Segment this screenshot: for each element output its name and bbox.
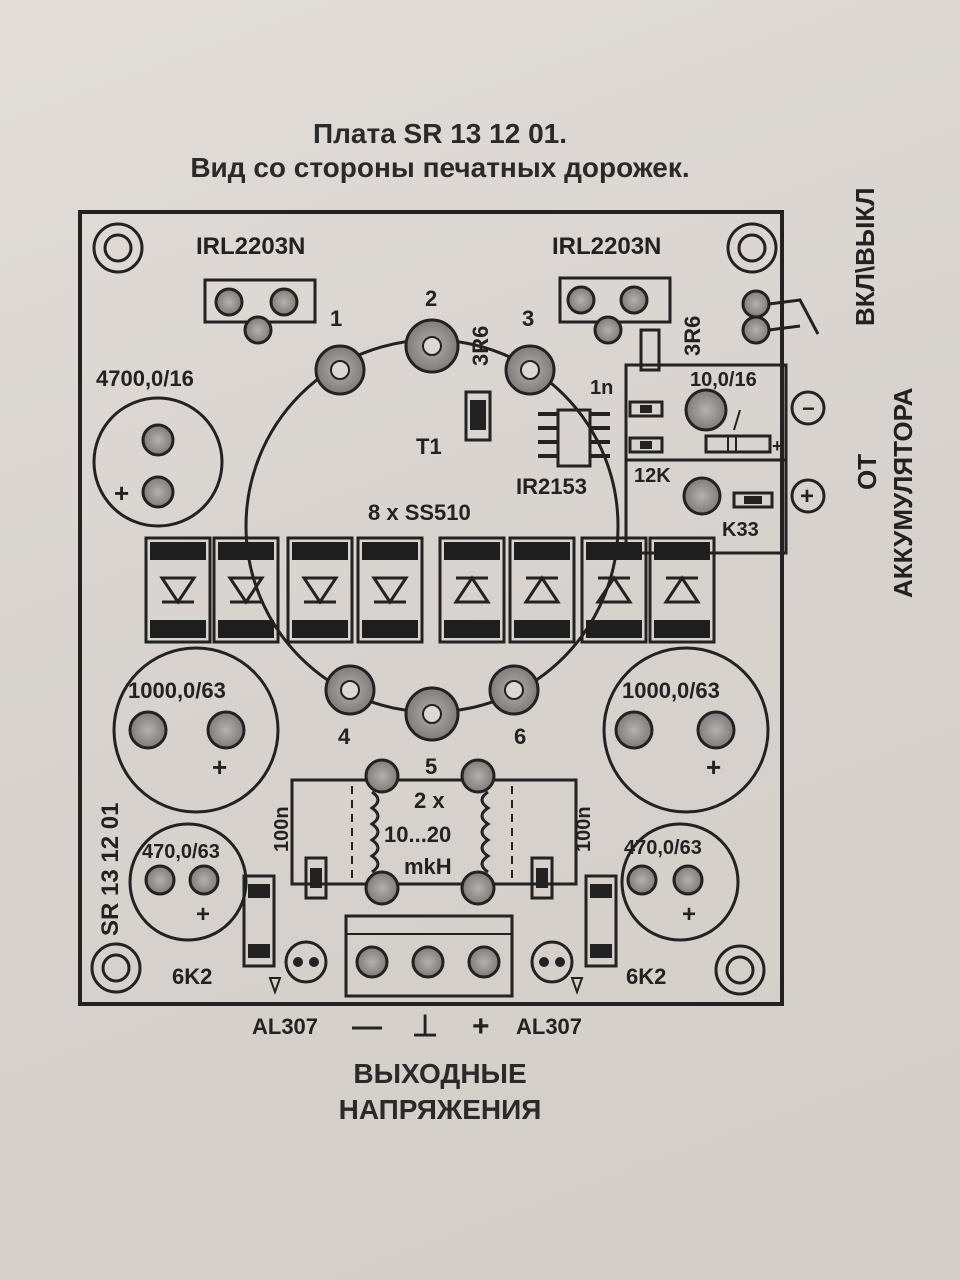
label-battery-from: ОТ bbox=[852, 454, 882, 490]
transistor-right bbox=[558, 276, 672, 345]
resistor-3r6-center-body bbox=[470, 400, 486, 430]
transformer-outline bbox=[244, 338, 620, 714]
smd-1n bbox=[628, 400, 664, 418]
diode-3 bbox=[286, 536, 354, 644]
label-diodes: 8 x SS510 bbox=[368, 500, 471, 525]
label-cap-1000-right: 1000,0/63 bbox=[622, 678, 720, 703]
mounting-hole-bottom-right bbox=[714, 944, 766, 996]
filter-block bbox=[290, 778, 578, 886]
label-cap-4700-plus: + bbox=[114, 478, 129, 508]
label-battery: АККУМУЛЯТОРА bbox=[888, 387, 918, 598]
cap-10-16-body bbox=[704, 434, 772, 454]
label-cap-100n-right: 100n bbox=[573, 806, 595, 852]
cap-100n-left-body bbox=[304, 856, 328, 900]
label-inductor-count: 2 x bbox=[414, 788, 445, 813]
label-cap-470-left-plus: + bbox=[196, 901, 210, 928]
label-led-left: AL307 bbox=[252, 1014, 318, 1039]
label-board-id: SR 13 12 01 bbox=[97, 803, 124, 936]
label-battery-plus: + bbox=[800, 483, 814, 510]
board-outline bbox=[78, 210, 784, 1006]
label-out-minus: — bbox=[352, 1010, 382, 1043]
label-cap-100n-left: 100n bbox=[271, 806, 293, 852]
label-transformer: T1 bbox=[416, 434, 442, 459]
label-transistor-left: IRL2203N bbox=[196, 233, 305, 260]
ic-ir2153 bbox=[538, 408, 610, 468]
inductor-right bbox=[480, 790, 491, 874]
label-res-6k2-left: 6K2 bbox=[172, 964, 212, 989]
label-inductor-unit: mkH bbox=[404, 854, 452, 879]
mounting-hole-top-left bbox=[92, 222, 144, 274]
res-12k-pad bbox=[682, 476, 722, 516]
footer-line2: НАПРЯЖЕНИЯ bbox=[338, 1094, 542, 1125]
label-out-ground: ⊥ bbox=[412, 1010, 438, 1043]
label-ic: IR2153 bbox=[516, 474, 587, 499]
label-pad-3: 3 bbox=[522, 306, 534, 331]
label-cap-470-left: 470,0/63 bbox=[142, 841, 220, 863]
transistor-left bbox=[203, 278, 317, 345]
smd-12k bbox=[628, 436, 664, 454]
label-pad-4: 4 bbox=[338, 724, 351, 749]
diode-row bbox=[144, 536, 716, 644]
header-subtitle: Вид со стороны печатных дорожек. bbox=[190, 152, 690, 183]
label-cap-10-16: 10,0/16 bbox=[690, 369, 757, 391]
label-cap-470-right-plus: + bbox=[682, 901, 696, 928]
diode-5 bbox=[438, 536, 506, 644]
res-6k2-left bbox=[242, 874, 276, 968]
res-k33-body bbox=[732, 491, 774, 509]
cap-1000-left bbox=[112, 646, 280, 814]
resistor-3r6-center bbox=[464, 390, 492, 442]
diode-7 bbox=[580, 536, 648, 644]
led-right bbox=[530, 940, 574, 984]
label-led-right: AL307 bbox=[516, 1014, 582, 1039]
cap-470-left bbox=[128, 822, 248, 942]
switch-pad-bottom bbox=[741, 315, 771, 345]
label-cap-4700: 4700,0/16 bbox=[96, 366, 194, 391]
cap-10-16-pad bbox=[684, 388, 728, 432]
output-connector bbox=[344, 914, 514, 998]
label-pad-2: 2 bbox=[425, 286, 437, 311]
cap-4700 bbox=[92, 396, 224, 528]
diode-4 bbox=[356, 536, 424, 644]
cap-100n-right-body bbox=[530, 856, 554, 900]
resistor-3r6-right bbox=[639, 328, 661, 372]
transformer-pads bbox=[314, 318, 556, 742]
diode-8 bbox=[648, 536, 716, 644]
battery-minus-icon bbox=[790, 390, 826, 426]
footer-line1: ВЫХОДНЫЕ bbox=[353, 1058, 527, 1089]
label-res-12k: 12K bbox=[634, 465, 671, 487]
label-inductor-value: 10...20 bbox=[384, 822, 451, 847]
label-pad-1: 1 bbox=[330, 306, 342, 331]
mounting-hole-bottom-left bbox=[90, 942, 142, 994]
label-cap-1000-left: 1000,0/63 bbox=[128, 678, 226, 703]
header-title: Плата SR 13 12 01. bbox=[313, 118, 567, 149]
label-res-3r6-center: 3R6 bbox=[468, 326, 493, 366]
switch-wire bbox=[768, 298, 820, 335]
cap-470-right bbox=[620, 822, 740, 942]
switch-pad-top bbox=[741, 289, 771, 319]
label-res-6k2-right: 6K2 bbox=[626, 964, 666, 989]
diode-1 bbox=[144, 536, 212, 644]
label-cap-1000-left-plus: + bbox=[212, 752, 227, 782]
label-transistor-right: IRL2203N bbox=[552, 233, 661, 260]
inductor-left bbox=[369, 790, 380, 874]
label-res-k33: K33 bbox=[722, 519, 759, 541]
label-battery-minus: − bbox=[802, 396, 815, 421]
label-switch: ВКЛ\ВЫКЛ bbox=[850, 188, 880, 326]
label-pad-5: 5 bbox=[425, 754, 437, 779]
label-res-3r6-right: 3R6 bbox=[680, 316, 705, 356]
label-cap-470-right: 470,0/63 bbox=[624, 837, 702, 859]
diode-2 bbox=[212, 536, 280, 644]
label-cap-1n: 1n bbox=[590, 377, 613, 399]
label-cap-10-16-plus: + bbox=[772, 436, 783, 456]
diode-6 bbox=[508, 536, 576, 644]
mounting-hole-top-right bbox=[726, 222, 778, 274]
label-out-plus: + bbox=[472, 1010, 490, 1043]
label-pad-6: 6 bbox=[514, 724, 526, 749]
res-6k2-right bbox=[584, 874, 618, 968]
led-left bbox=[284, 940, 328, 984]
battery-plus-icon bbox=[790, 478, 826, 514]
label-cap-1000-right-plus: + bbox=[706, 752, 721, 782]
cap-1000-right bbox=[602, 646, 770, 814]
